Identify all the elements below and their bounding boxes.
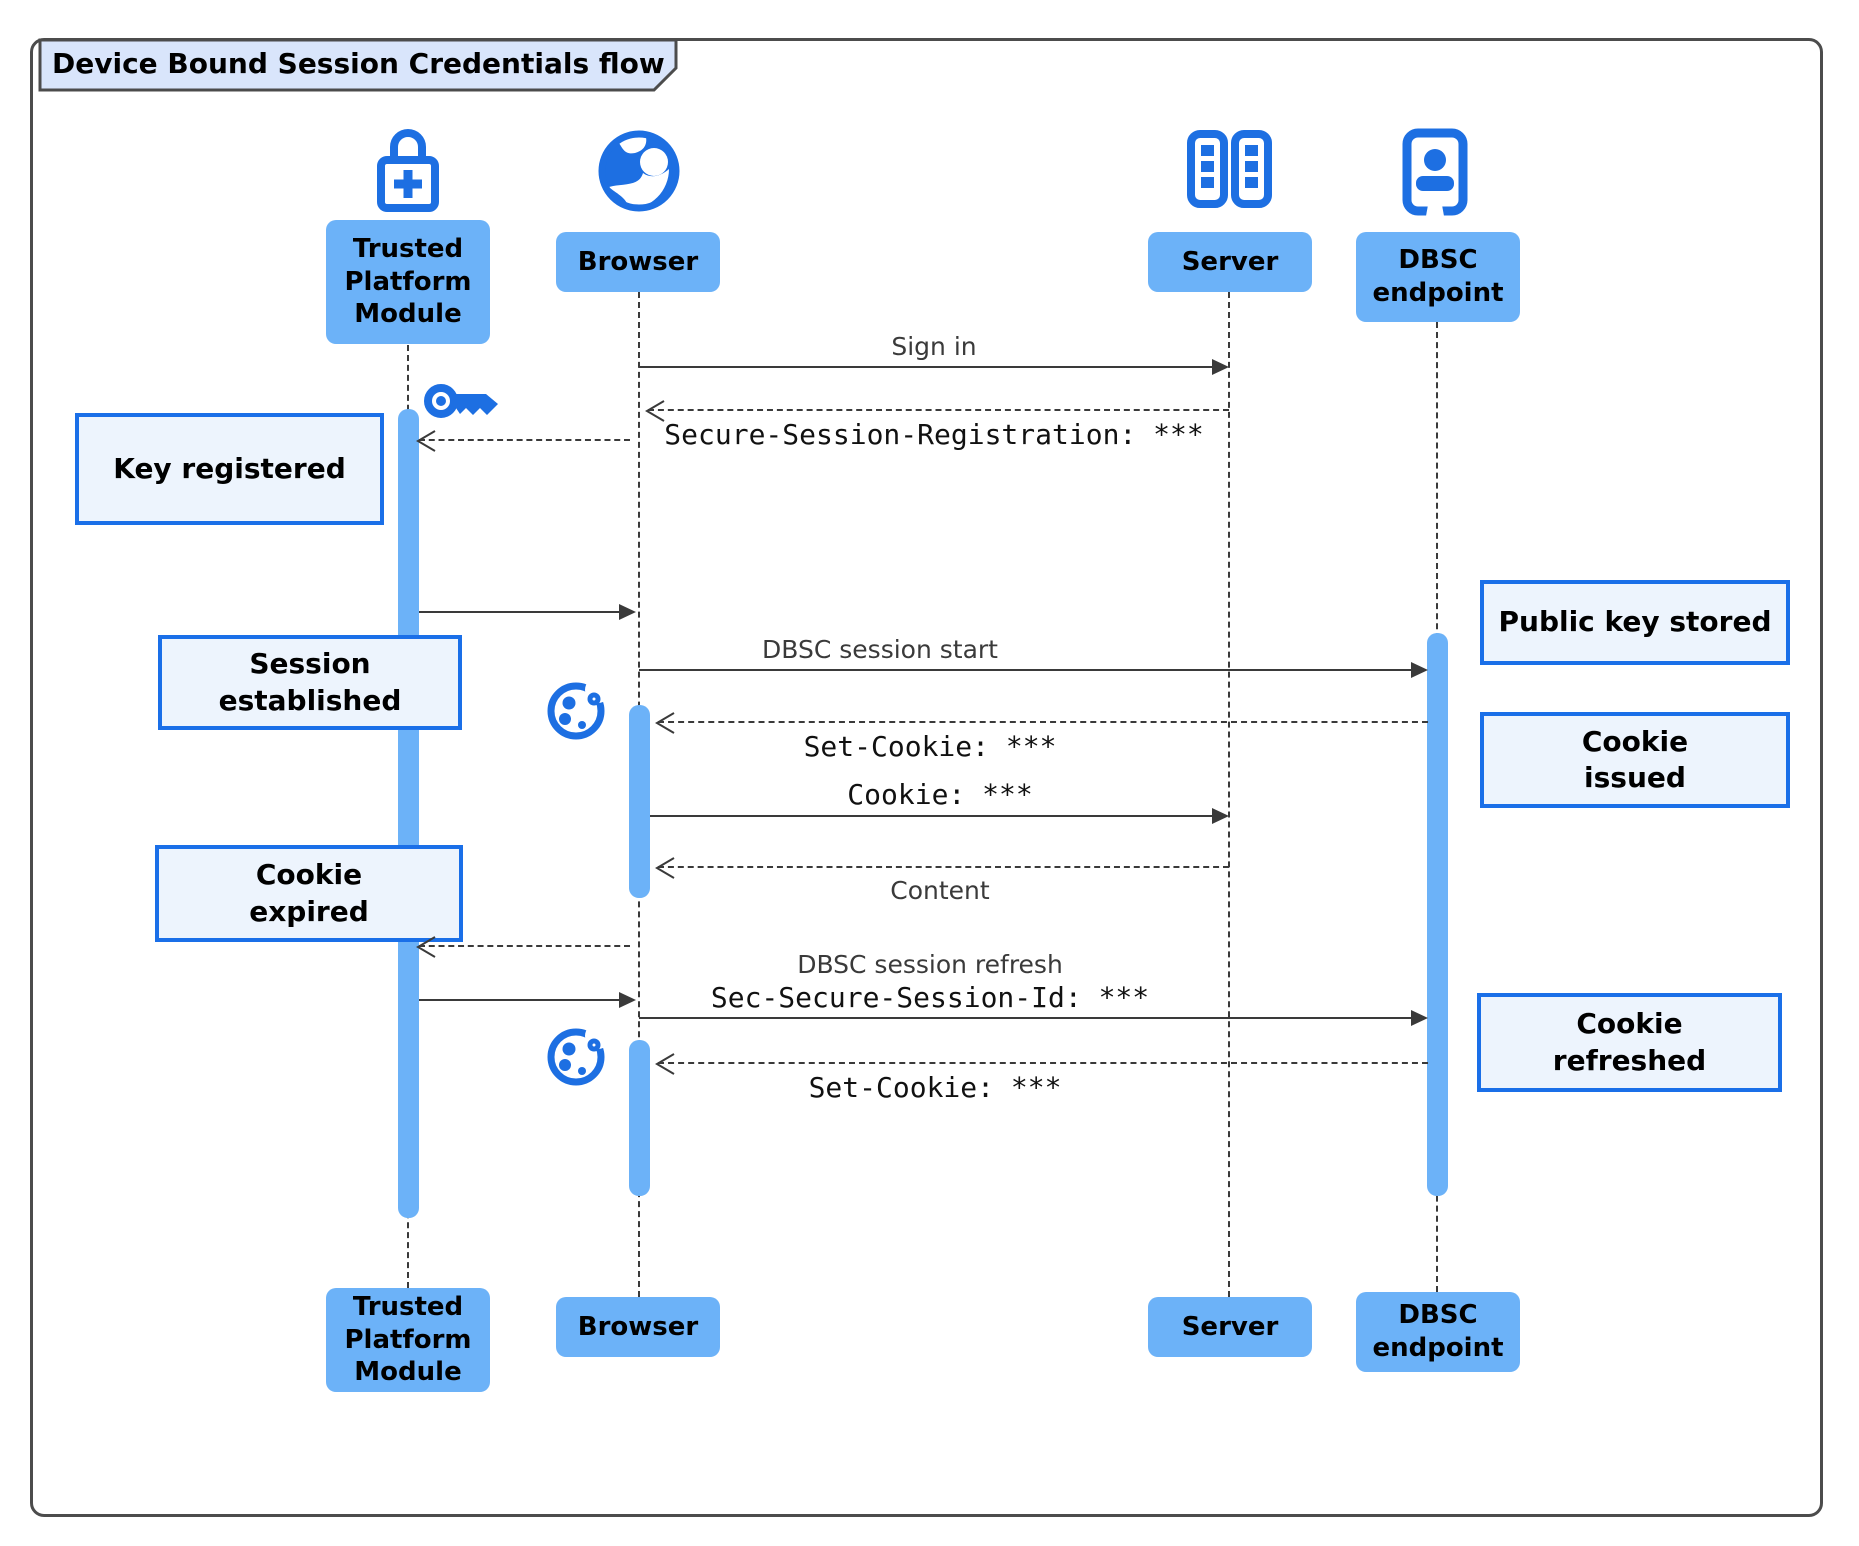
arrowhead-register-key — [416, 430, 436, 452]
diagram-title-tab: Device Bound Session Credentials flow — [38, 38, 678, 94]
note-cookie-refreshed: Cookie refreshed — [1477, 993, 1782, 1092]
actor-browser-top: Browser — [556, 232, 720, 292]
arrowhead-tpm-sign-return — [619, 992, 636, 1008]
activation-bar-browser-1 — [629, 705, 650, 898]
arrowhead-dbsc-session-refresh — [1411, 1010, 1428, 1026]
arrow-register-key — [419, 439, 630, 441]
arrowhead-secure-session-registration — [645, 400, 665, 422]
activation-bar-dbsc — [1427, 633, 1448, 1196]
page-title: Device Bound Session Credentials flow — [52, 47, 665, 80]
arrowhead-set-cookie-1 — [655, 712, 675, 734]
actor-dbsc-top: DBSC endpoint — [1356, 232, 1520, 322]
activation-bar-browser-2 — [629, 1040, 650, 1196]
arrow-tpm-sign-return — [419, 999, 620, 1001]
actor-server-bottom: Server — [1148, 1297, 1312, 1357]
title-tab-shape — [38, 38, 678, 92]
actor-dbsc-bottom: DBSC endpoint — [1356, 1292, 1520, 1372]
arrowhead-expired-ask-tpm — [416, 936, 436, 958]
cookie-icon — [547, 678, 610, 740]
arrow-set-cookie-2 — [658, 1062, 1428, 1064]
arrow-dbsc-session-start — [639, 669, 1412, 671]
arrow-dbsc-session-refresh — [639, 1017, 1412, 1019]
msg-content: Content — [890, 876, 990, 905]
note-session-established: Session established — [158, 635, 462, 730]
actor-browser-bottom: Browser — [556, 1297, 720, 1357]
note-cookie-expired: Cookie expired — [155, 845, 463, 942]
arrowhead-dbsc-session-start — [1411, 662, 1428, 678]
arrowhead-set-cookie-2 — [655, 1053, 675, 1075]
activation-bar-tpm — [398, 409, 419, 1218]
msg-set-cookie-1: Set-Cookie: *** — [803, 730, 1057, 763]
arrow-set-cookie-1 — [658, 721, 1428, 723]
server-rack-icon — [1187, 130, 1272, 208]
msg-dbsc-session-start: DBSC session start — [762, 635, 998, 664]
msg-dbsc-session-refresh: DBSC session refresh — [797, 950, 1063, 979]
lock-plus-icon — [377, 129, 439, 212]
msg-cookie: Cookie: *** — [847, 778, 1033, 811]
cookie-icon — [547, 1024, 610, 1086]
actor-tpm-bottom: Trusted Platform Module — [326, 1288, 490, 1392]
msg-set-cookie-2: Set-Cookie: *** — [808, 1071, 1062, 1104]
actor-tpm-top: Trusted Platform Module — [326, 220, 490, 344]
arrowhead-key-registered-return — [619, 604, 636, 620]
msg-sec-secure-session-id: Sec-Secure-Session-Id: *** — [710, 981, 1150, 1014]
arrow-key-registered-return — [419, 611, 620, 613]
globe-icon — [598, 130, 680, 212]
arrow-sign-in — [639, 366, 1213, 368]
note-public-key-stored: Public key stored — [1480, 580, 1790, 665]
arrowhead-cookie — [1212, 808, 1229, 824]
account-box-icon — [1402, 128, 1468, 216]
note-key-registered: Key registered — [75, 413, 384, 525]
arrow-expired-ask-tpm — [419, 945, 630, 947]
msg-sign-in: Sign in — [891, 332, 977, 361]
note-cookie-issued: Cookie issued — [1480, 712, 1790, 808]
arrow-secure-session-registration — [648, 409, 1229, 411]
arrow-content — [658, 866, 1229, 868]
msg-secure-session-registration: Secure-Session-Registration: *** — [664, 418, 1204, 451]
lifeline-server — [1228, 292, 1230, 1297]
actor-server-top: Server — [1148, 232, 1312, 292]
arrowhead-sign-in — [1212, 359, 1229, 375]
arrow-cookie — [650, 815, 1213, 817]
arrowhead-content — [655, 857, 675, 879]
key-icon — [424, 384, 498, 418]
